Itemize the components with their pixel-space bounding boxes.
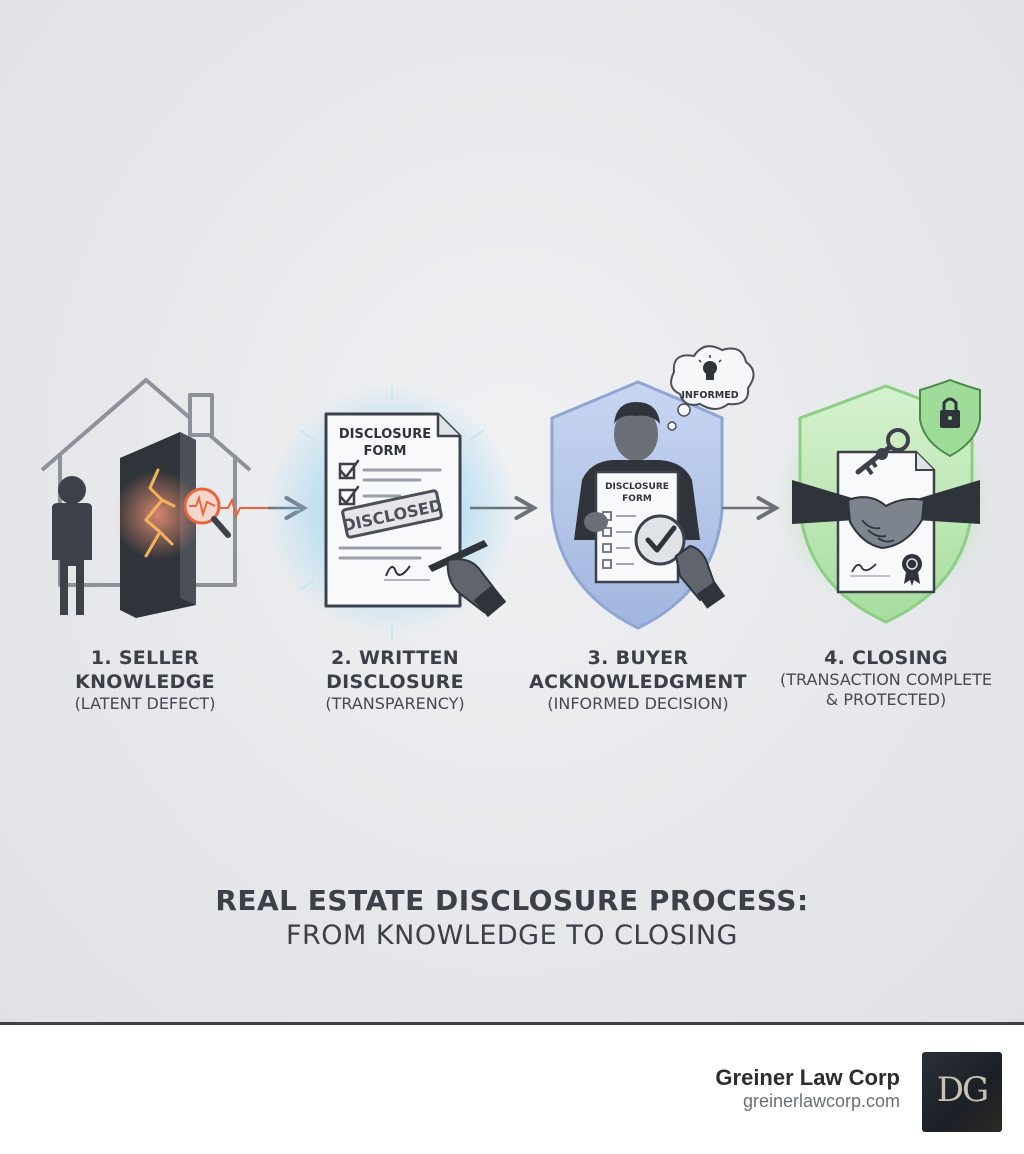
thought-bubble: INFORMED [667, 345, 755, 431]
step-2-title: 2. WRITTEN DISCLOSURE [326, 647, 464, 693]
buyer-form-line2: FORM [622, 494, 652, 504]
step-2-subtitle: (TRANSPARENCY) [325, 694, 465, 713]
footer: Greiner Law Corp greinerlawcorp.com DG [0, 1025, 1024, 1154]
form-title-line1: DISCLOSURE [339, 427, 431, 442]
lightbulb-icon [698, 355, 722, 380]
form-title-line2: FORM [364, 444, 407, 459]
logo-monogram: DG [936, 1070, 989, 1110]
step-4-label: 4. CLOSING (TRANSACTION COMPLETE & PROTE… [770, 646, 1002, 710]
buyer-form-line1: DISCLOSURE [605, 482, 669, 492]
step-2-illustration: DISCLOSURE FORM DISCLOSED [267, 385, 517, 640]
brand-url[interactable]: greinerlawcorp.com [742, 1091, 900, 1111]
step-4-title: 4. CLOSING [824, 647, 948, 669]
step-1-illustration [40, 378, 270, 618]
divider [0, 1022, 1024, 1025]
diagram-title: REAL ESTATE DISCLOSURE PROCESS: [215, 884, 809, 917]
brand-logo[interactable]: DG [922, 1052, 1002, 1132]
step-2-label: 2. WRITTEN DISCLOSURE (TRANSPARENCY) [290, 646, 500, 714]
person-icon [52, 476, 92, 615]
lock-icon [919, 378, 981, 458]
step-1-title: 1. SELLER KNOWLEDGE [75, 647, 215, 693]
key-icon [855, 428, 910, 476]
step-3-illustration: DISCLOSURE FORM [550, 345, 755, 630]
checkmark-icon [338, 459, 360, 479]
process-diagram: DISCLOSURE FORM DISCLOSED [40, 345, 996, 640]
step-4-illustration [776, 378, 996, 624]
brand-name[interactable]: Greiner Law Corp [715, 1065, 900, 1090]
step-1-label: 1. SELLER KNOWLEDGE (LATENT DEFECT) [40, 646, 250, 714]
pen-icon [428, 540, 507, 618]
handshake-icon [792, 480, 980, 550]
checkmark-icon [634, 514, 686, 566]
magnifier-icon [183, 487, 231, 538]
signal-line [220, 497, 270, 519]
infographic-canvas: DISCLOSURE FORM DISCLOSED [0, 0, 1024, 1024]
crack-icon [144, 468, 176, 558]
step-3-title: 3. BUYER ACKNOWLEDGMENT [529, 647, 747, 693]
step-3-label: 3. BUYER ACKNOWLEDGMENT (INFORMED DECISI… [520, 646, 756, 714]
thought-bubble-text: INFORMED [681, 390, 738, 401]
seal-icon [902, 554, 922, 586]
step-1-subtitle: (LATENT DEFECT) [74, 694, 216, 713]
document-icon: DISCLOSURE FORM DISCLOSED [324, 412, 462, 608]
diagram-subtitle: FROM KNOWLEDGE TO CLOSING [286, 920, 738, 951]
step-4-subtitle: (TRANSACTION COMPLETE & PROTECTED) [780, 670, 992, 709]
step-3-subtitle: (INFORMED DECISION) [547, 694, 729, 713]
